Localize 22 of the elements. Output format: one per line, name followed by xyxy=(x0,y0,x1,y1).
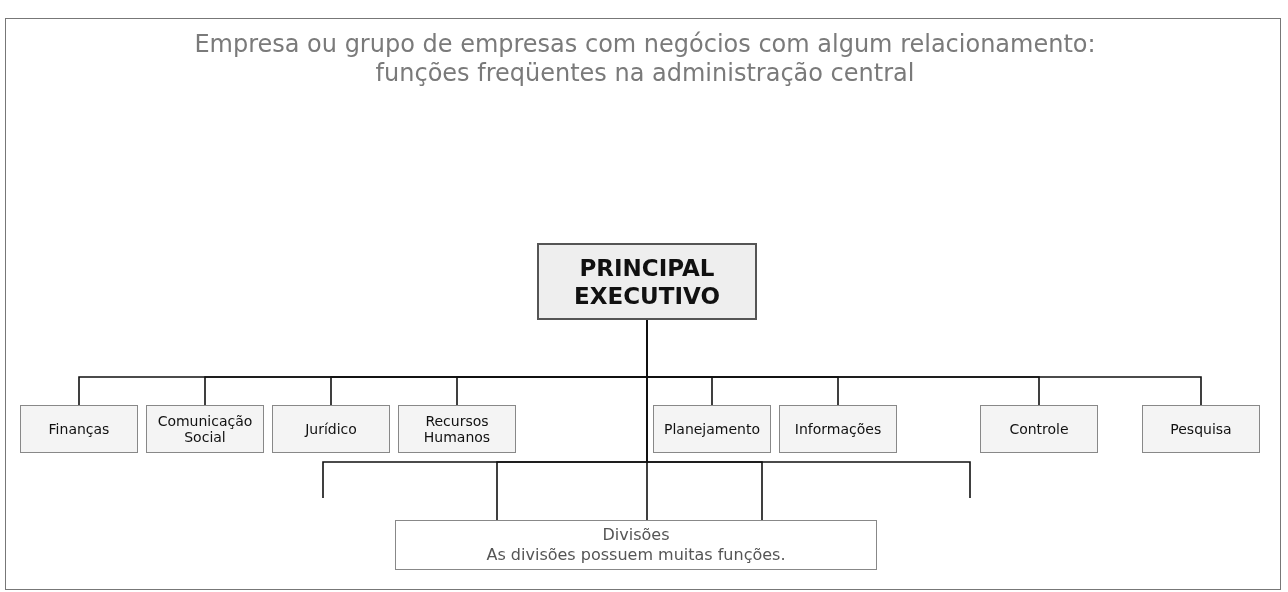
function-box xyxy=(1142,405,1260,453)
node-text: PRINCIPAL EXECUTIVO xyxy=(573,253,721,310)
function-box xyxy=(398,405,516,453)
node-text: Finanças xyxy=(48,421,110,437)
function-box xyxy=(980,405,1098,453)
node-text: Comunicação Social xyxy=(156,413,254,445)
node-text: Informações xyxy=(794,421,882,437)
node-text: Jurídico xyxy=(305,421,357,437)
node-text: As divisões possuem muitas funções. xyxy=(486,545,786,565)
function-box xyxy=(146,405,264,453)
node-text: Divisões xyxy=(602,525,670,545)
function-box xyxy=(653,405,771,453)
function-box xyxy=(20,405,138,453)
node-text: Recursos Humanos xyxy=(422,413,492,445)
function-box xyxy=(272,405,390,453)
node-text: Controle xyxy=(1009,421,1069,437)
diagram-title: Empresa ou grupo de empresas com negócios com algum relacionamento: funções freqüentes na administração central xyxy=(193,30,1097,88)
divisions-box xyxy=(395,520,877,570)
node-text: Planejamento xyxy=(663,421,760,437)
executive-box xyxy=(537,243,757,320)
node-text: Pesquisa xyxy=(1170,421,1232,437)
function-box xyxy=(779,405,897,453)
